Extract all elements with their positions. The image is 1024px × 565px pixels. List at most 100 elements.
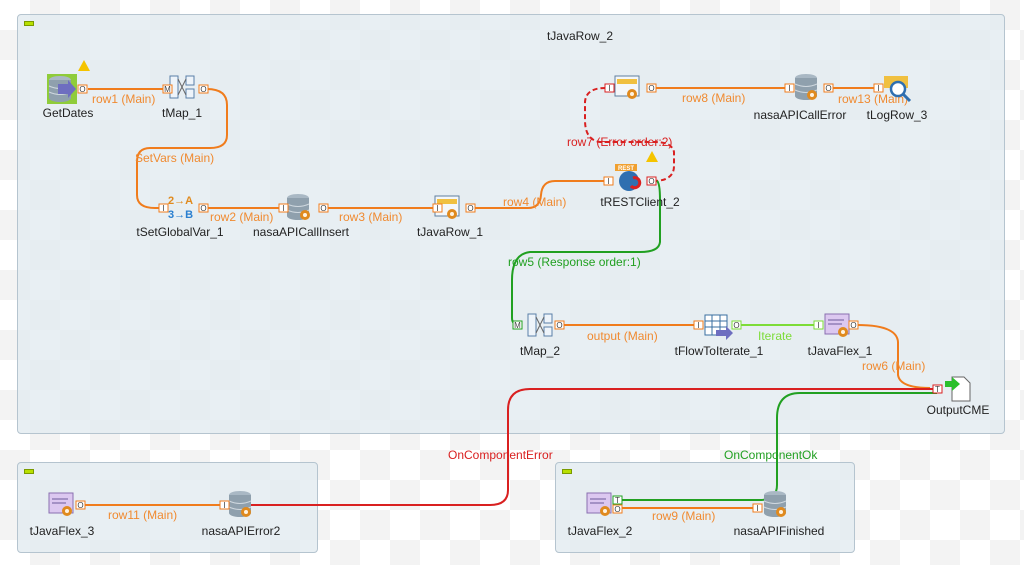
component-label: OutputCME	[927, 403, 990, 417]
connector-map[interactable]: M	[162, 84, 173, 94]
link-setvars[interactable]	[136, 88, 228, 209]
svg-text:I: I	[436, 204, 438, 213]
svg-text:I: I	[607, 177, 609, 186]
connector-input[interactable]: I	[219, 500, 230, 510]
connector-input[interactable]: I	[278, 203, 289, 213]
component-label: tFlowToIterate_1	[675, 344, 764, 358]
component-tmap1[interactable]: tMap_1	[162, 75, 202, 120]
svg-text:O: O	[77, 501, 83, 510]
connector-output[interactable]: O	[198, 84, 209, 94]
svg-text:I: I	[877, 84, 879, 93]
svg-text:O: O	[320, 204, 326, 213]
connector-output[interactable]: O	[77, 84, 88, 94]
connector-output[interactable]: O	[198, 203, 209, 213]
svg-text:T: T	[935, 385, 940, 394]
component-label: tJavaFlex_2	[568, 524, 633, 538]
connector-input[interactable]: I	[784, 83, 795, 93]
component-label: GetDates	[43, 106, 94, 120]
component-label: tMap_1	[162, 106, 202, 120]
link-label: row5 (Response order:1)	[508, 255, 641, 269]
component-tlogrow3[interactable]: tLogRow_3	[867, 76, 928, 122]
link-oncomponenterror[interactable]	[222, 388, 937, 506]
subjob-main[interactable]	[17, 14, 1005, 434]
component-tflowtoiterate1[interactable]: tFlowToIterate_1	[675, 314, 764, 358]
connector-input[interactable]: I	[813, 320, 824, 330]
component-tjavaflex2[interactable]: tJavaFlex_2	[568, 492, 633, 538]
svg-text:O: O	[648, 84, 654, 93]
rest-client-icon	[619, 171, 639, 191]
tmap-icon	[169, 75, 195, 99]
connector-output[interactable]: O	[554, 320, 565, 330]
setvar-icon: 3→B	[168, 209, 193, 221]
connector-output[interactable]: O	[731, 320, 742, 330]
component-label: tLogRow_3	[867, 108, 928, 122]
svg-text:O: O	[648, 177, 654, 186]
connector-input[interactable]: I	[432, 203, 443, 213]
connector-output[interactable]: O	[612, 504, 623, 514]
link-label: SetVars (Main)	[135, 151, 214, 165]
component-tsetglobalvar1[interactable]: 2→A 3→B tSetGlobalVar_1	[136, 195, 223, 239]
link-label: Iterate	[758, 329, 792, 343]
component-label: nasaAPICallInsert	[253, 225, 350, 239]
component-tjavarow1[interactable]: tJavaRow_1	[417, 195, 483, 239]
link-row5[interactable]	[511, 180, 661, 326]
connector-trigger[interactable]: T	[612, 495, 623, 505]
component-trestclient2[interactable]: REST tRESTClient_2	[600, 151, 680, 209]
connector-output[interactable]: O	[646, 83, 657, 93]
connector-input[interactable]: I	[603, 176, 614, 186]
component-nasaapierror2[interactable]: nasaAPIError2	[202, 490, 281, 538]
component-label: nasaAPIFinished	[734, 524, 825, 538]
collapse-toggle[interactable]	[562, 469, 572, 474]
connector-input[interactable]: I	[873, 83, 884, 93]
component-nasaapifinished[interactable]: nasaAPIFinished	[734, 490, 825, 538]
svg-text:I: I	[162, 204, 164, 213]
svg-text:O: O	[733, 321, 739, 330]
connector-input[interactable]: I	[158, 203, 169, 213]
svg-text:I: I	[697, 321, 699, 330]
collapse-toggle[interactable]	[24, 469, 34, 474]
connector-output[interactable]: O	[318, 203, 329, 213]
component-label: tJavaRow_1	[417, 225, 483, 239]
component-tjavaflex3[interactable]: tJavaFlex_3	[30, 492, 95, 538]
component-label: tRESTClient_2	[600, 195, 680, 209]
component-tmap2[interactable]: tMap_2	[520, 313, 560, 358]
svg-text:O: O	[200, 204, 206, 213]
component-nasaapicallerror[interactable]: nasaAPICallError	[754, 73, 847, 122]
rest-badge-text: REST	[618, 166, 634, 172]
connector-map[interactable]: M	[512, 320, 523, 330]
collapse-toggle[interactable]	[24, 21, 34, 26]
component-label: tJavaFlex_1	[808, 344, 873, 358]
component-outputcme[interactable]: OutputCME	[927, 376, 990, 417]
connector-output[interactable]: O	[646, 176, 657, 186]
component-nasaapicallinsert[interactable]: nasaAPICallInsert	[253, 193, 350, 239]
component-tjavaflex1[interactable]: tJavaFlex_1	[808, 313, 873, 358]
svg-text:O: O	[467, 204, 473, 213]
link-row6[interactable]	[856, 324, 931, 389]
link-label: row4 (Main)	[503, 195, 566, 209]
component-tjavarow2[interactable]: tJavaRow_2	[547, 29, 640, 99]
connector-output[interactable]: O	[848, 320, 859, 330]
warning-icon	[78, 60, 90, 71]
connector-trigger[interactable]: T	[932, 384, 943, 394]
link-row4[interactable]	[474, 180, 605, 209]
connector-input[interactable]: I	[752, 503, 763, 513]
svg-text:O: O	[850, 321, 856, 330]
svg-text:O: O	[79, 85, 85, 94]
component-label: tJavaRow_2	[547, 29, 613, 43]
svg-text:O: O	[200, 85, 206, 94]
link-label: output (Main)	[587, 329, 658, 343]
link-label: row2 (Main)	[210, 210, 273, 224]
connector-input[interactable]: I	[604, 83, 615, 93]
tmap-icon	[527, 313, 553, 337]
connector-output[interactable]: O	[823, 83, 834, 93]
svg-text:I: I	[608, 84, 610, 93]
link-label: row6 (Main)	[862, 359, 925, 373]
component-getdates[interactable]: GetDates	[43, 60, 94, 120]
connector-input[interactable]: I	[693, 320, 704, 330]
link-oncomponentok[interactable]	[618, 392, 937, 501]
setvar-icon: 2→A	[168, 195, 193, 207]
connector-output[interactable]: O	[465, 203, 476, 213]
component-label: nasaAPICallError	[754, 108, 847, 122]
svg-text:I: I	[282, 204, 284, 213]
connector-output[interactable]: O	[75, 500, 86, 510]
